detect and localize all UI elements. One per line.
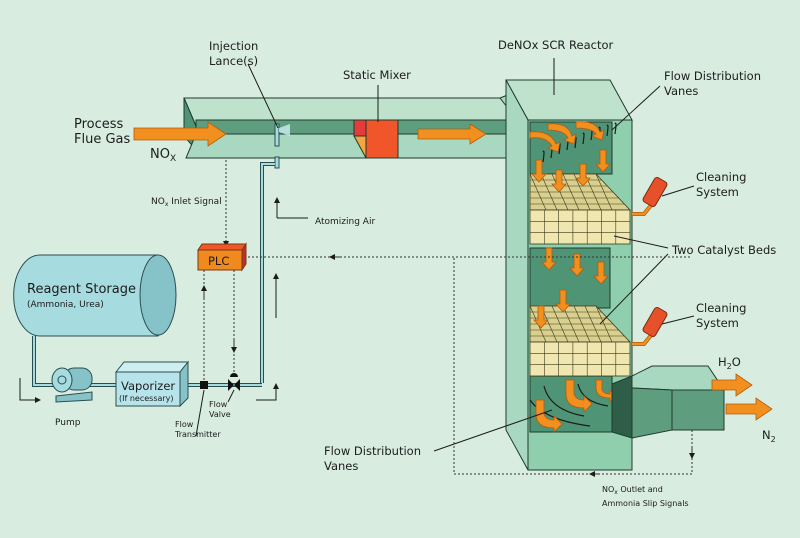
label-process-flue-gas-1: Process	[74, 117, 124, 132]
label-process-flue-gas-2: Flue Gas	[74, 132, 130, 147]
label-plc: PLC	[208, 254, 229, 268]
outlet-duct	[611, 365, 725, 439]
h2o-arrow	[711, 373, 753, 397]
down-flow-arrow	[595, 149, 611, 173]
reactor-flow-arrows-down	[531, 149, 611, 329]
label-h2o: H2O	[718, 355, 741, 371]
label-cleaning-1b: System	[696, 185, 739, 199]
label-flow-vanes-bottom-2: Vanes	[324, 459, 358, 473]
label-reagent-types: (Ammonia, Urea)	[27, 300, 104, 310]
label-flow-valve-1: Flow	[209, 400, 228, 409]
label-vaporizer-note: (If necessary)	[119, 394, 174, 403]
label-flow-vanes-top-2: Vanes	[664, 84, 698, 98]
down-flow-arrow	[569, 253, 585, 277]
label-nox: NOX	[150, 147, 176, 164]
reagent-storage-tank	[13, 254, 177, 337]
down-flow-arrow	[575, 163, 591, 187]
n2-arrow	[725, 397, 773, 421]
down-flow-arrow	[531, 159, 547, 183]
label-flow-transmitter-1: Flow	[175, 420, 194, 429]
cleaning-system-1	[632, 176, 695, 216]
inlet-flow-arrow	[133, 121, 227, 147]
label-outlet-signal-1: NOx Outlet and	[602, 485, 663, 496]
label-atomizing-air: Atomizing Air	[315, 217, 375, 227]
reactor-flow-arrows-bottom	[535, 379, 617, 433]
label-cleaning-1a: Cleaning	[696, 170, 746, 184]
duct-flow-arrow	[417, 123, 487, 145]
label-reactor: DeNOx SCR Reactor	[498, 38, 613, 52]
label-injection-lance-2: Lance(s)	[209, 54, 258, 68]
label-cleaning-2a: Cleaning	[696, 301, 746, 315]
label-catalyst-beds: Two Catalyst Beds	[671, 243, 776, 257]
label-flow-transmitter-2: Transmitter	[174, 430, 221, 439]
vaporizer	[114, 360, 190, 408]
flow-valve[interactable]	[228, 373, 240, 391]
label-flow-vanes-top-1: Flow Distribution	[664, 69, 761, 83]
down-flow-arrow	[555, 289, 571, 313]
reactor-flow-arrows-top	[529, 121, 605, 153]
label-cleaning-2b: System	[696, 316, 739, 330]
label-pump: Pump	[55, 418, 81, 428]
catalyst-bed-2	[529, 305, 631, 377]
down-flow-arrow	[533, 305, 549, 329]
down-flow-arrow	[551, 169, 567, 193]
label-injection-lance-1: Injection	[209, 39, 258, 53]
label-reagent-storage: Reagent Storage	[27, 282, 136, 297]
injection-lance	[247, 63, 290, 169]
label-vaporizer: Vaporizer	[121, 379, 175, 393]
label-nox-inlet-signal: NOx Inlet Signal	[151, 197, 222, 208]
down-flow-arrow	[593, 261, 609, 285]
cleaning-system-2	[632, 306, 695, 346]
label-n2: N2	[762, 428, 776, 444]
down-flow-arrow	[541, 247, 557, 271]
catalyst-bed-1	[529, 173, 631, 245]
label-static-mixer: Static Mixer	[343, 68, 411, 82]
label-outlet-signal-2: Ammonia Slip Signals	[602, 499, 689, 508]
plc-box[interactable]	[197, 242, 247, 272]
label-flow-valve-2: Valve	[209, 410, 231, 419]
static-mixer	[353, 85, 399, 159]
flow-transmitter	[200, 381, 208, 389]
label-flow-vanes-bottom-1: Flow Distribution	[324, 444, 421, 458]
reagent-pipe	[260, 162, 275, 383]
bottom-flow-vanes	[529, 383, 609, 427]
pump	[51, 367, 93, 403]
